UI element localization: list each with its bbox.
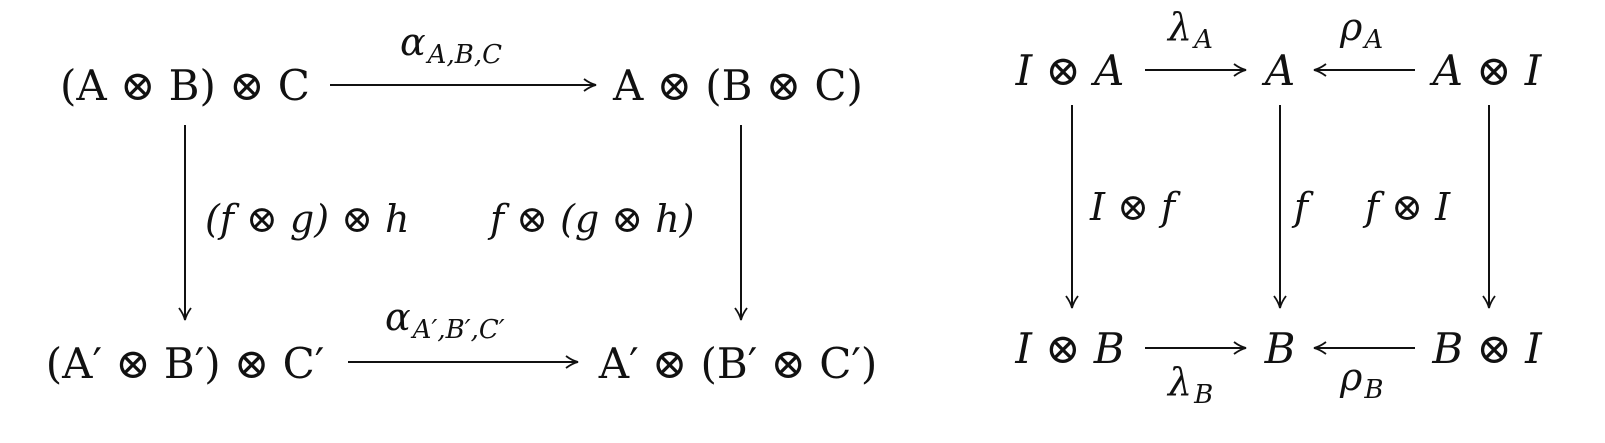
node-bottom-left: (A′ ⊗ B′) ⊗ C′ [46,339,325,388]
label-lambda-top: λA [1166,5,1213,55]
node-unit-top-left: I ⊗ A [1015,46,1125,95]
node-top-right: A ⊗ (B ⊗ C) [612,61,863,110]
node-unit-bottom-right: B ⊗ I [1431,324,1543,373]
unitor-diagram: I ⊗ A A A ⊗ I I ⊗ B B B ⊗ I λA ρA λB ρB … [1014,5,1543,410]
label-left-morphism: (f ⊗ g) ⊗ h [205,197,410,241]
label-alpha-top: αA,B,C [400,20,502,70]
label-unit-left-morphism: I ⊗ f [1089,185,1181,229]
label-lambda-bottom: λB [1166,360,1213,410]
node-unit-bottom-mid: B [1264,324,1296,373]
label-alpha-bottom: αA′,B′,C′ [385,295,505,345]
label-rho-top: ρA [1339,5,1383,55]
associator-diagram: (A ⊗ B) ⊗ C A ⊗ (B ⊗ C) (A′ ⊗ B′) ⊗ C′ A… [46,20,878,388]
label-unit-mid-morphism: f [1291,185,1314,229]
label-rho-bottom: ρB [1339,355,1383,405]
node-unit-top-mid: A [1261,46,1295,95]
label-right-morphism: f ⊗ (g ⊗ h) [487,197,695,241]
node-unit-bottom-left: I ⊗ B [1014,324,1124,373]
node-unit-top-right: A ⊗ I [1429,46,1543,95]
node-bottom-right: A′ ⊗ (B′ ⊗ C′) [598,339,878,388]
node-top-left: (A ⊗ B) ⊗ C [60,61,310,110]
label-unit-right-morphism: f ⊗ I [1362,185,1451,229]
